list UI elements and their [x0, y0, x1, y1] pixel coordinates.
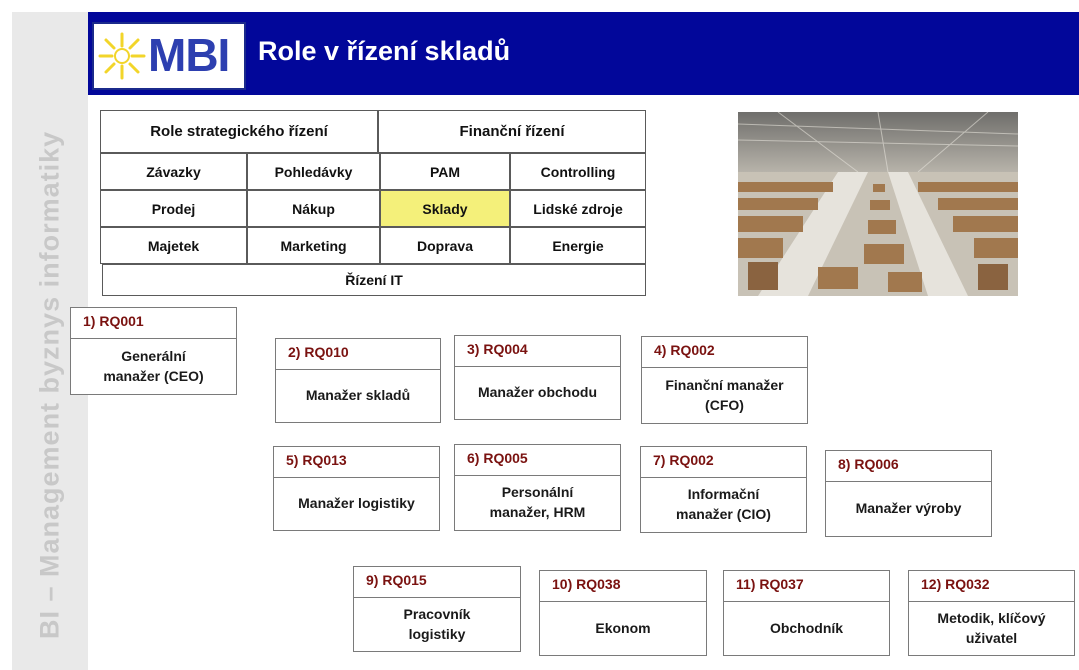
role-card-name: Manažer skladů: [305, 387, 411, 404]
roles-table: Role strategického řízení Finanční řízen…: [100, 110, 646, 296]
role-card: 1) RQ001 Generální manažer (CEO): [70, 307, 237, 395]
role-card-code: 11) RQ037: [724, 571, 889, 602]
role-card: 8) RQ006 Manažer výroby: [825, 450, 992, 537]
role-card-name: Metodik, klíčový uživatel: [937, 609, 1046, 646]
table-cell: Pohledávky: [247, 153, 380, 190]
role-card: 7) RQ002 Informační manažer (CIO): [640, 446, 807, 533]
logo-text: MBI: [148, 29, 230, 81]
role-card-code: 10) RQ038: [540, 571, 706, 602]
role-card-code: 12) RQ032: [909, 571, 1074, 602]
role-card: 11) RQ037 Obchodník: [723, 570, 890, 656]
table-cell: Prodej: [100, 190, 247, 227]
table-cell: Řízení IT: [102, 264, 646, 296]
role-card-code: 7) RQ002: [641, 447, 806, 478]
role-card-name: Generální manažer (CEO): [103, 347, 204, 384]
role-card-code: 5) RQ013: [274, 447, 439, 478]
role-card-code: 4) RQ002: [642, 337, 807, 368]
table-cell: Role strategického řízení: [100, 110, 378, 153]
table-cell: Doprava: [380, 227, 510, 264]
role-card-name: Obchodník: [769, 619, 844, 636]
role-card-code: 9) RQ015: [354, 567, 520, 598]
role-card: 6) RQ005 Personální manažer, HRM: [454, 444, 621, 531]
table-cell: Finanční řízení: [378, 110, 646, 153]
role-card: 9) RQ015 Pracovník logistiky: [353, 566, 521, 652]
role-card-name: Pracovník logistiky: [403, 605, 471, 642]
table-cell: Majetek: [100, 227, 247, 264]
role-card-name: Finanční manažer (CFO): [665, 376, 784, 413]
role-card: 4) RQ002 Finanční manažer (CFO): [641, 336, 808, 424]
role-card-code: 1) RQ001: [71, 308, 236, 339]
table-cell: Nákup: [247, 190, 380, 227]
page-title: Role v řízení skladů: [258, 36, 511, 66]
role-card-name: Manažer obchodu: [477, 384, 597, 401]
role-card-name: Manažer výroby: [855, 500, 962, 517]
warehouse-photo: [738, 112, 1018, 296]
role-card: 3) RQ004 Manažer obchodu: [454, 335, 621, 420]
table-cell: Energie: [510, 227, 646, 264]
header-bar: Role v řízení skladů: [88, 12, 1079, 95]
role-card: 5) RQ013 Manažer logistiky: [273, 446, 440, 531]
role-card-name: Informační manažer (CIO): [676, 486, 771, 522]
role-card-code: 8) RQ006: [826, 451, 991, 482]
table-cell: Závazky: [100, 153, 247, 190]
role-card: 12) RQ032 Metodik, klíčový uživatel: [908, 570, 1075, 656]
role-card: 2) RQ010 Manažer skladů: [275, 338, 441, 423]
role-card-code: 6) RQ005: [455, 445, 620, 476]
table-cell: Controlling: [510, 153, 646, 190]
table-cell: Marketing: [247, 227, 380, 264]
role-card-name: Personální manažer, HRM: [489, 484, 586, 520]
role-card-name: Ekonom: [595, 619, 651, 636]
table-cell-highlighted: Sklady: [380, 190, 510, 227]
sidebar-vertical-text: BI – Management byznys informatiky: [34, 130, 65, 639]
role-card-name: Manažer logistiky: [298, 495, 415, 512]
mbi-logo: MBI: [92, 22, 246, 90]
role-card-code: 3) RQ004: [455, 336, 620, 367]
sun-icon: [98, 32, 146, 80]
table-cell: PAM: [380, 153, 510, 190]
role-card: 10) RQ038 Ekonom: [539, 570, 707, 656]
table-cell: Lidské zdroje: [510, 190, 646, 227]
role-card-code: 2) RQ010: [276, 339, 440, 370]
